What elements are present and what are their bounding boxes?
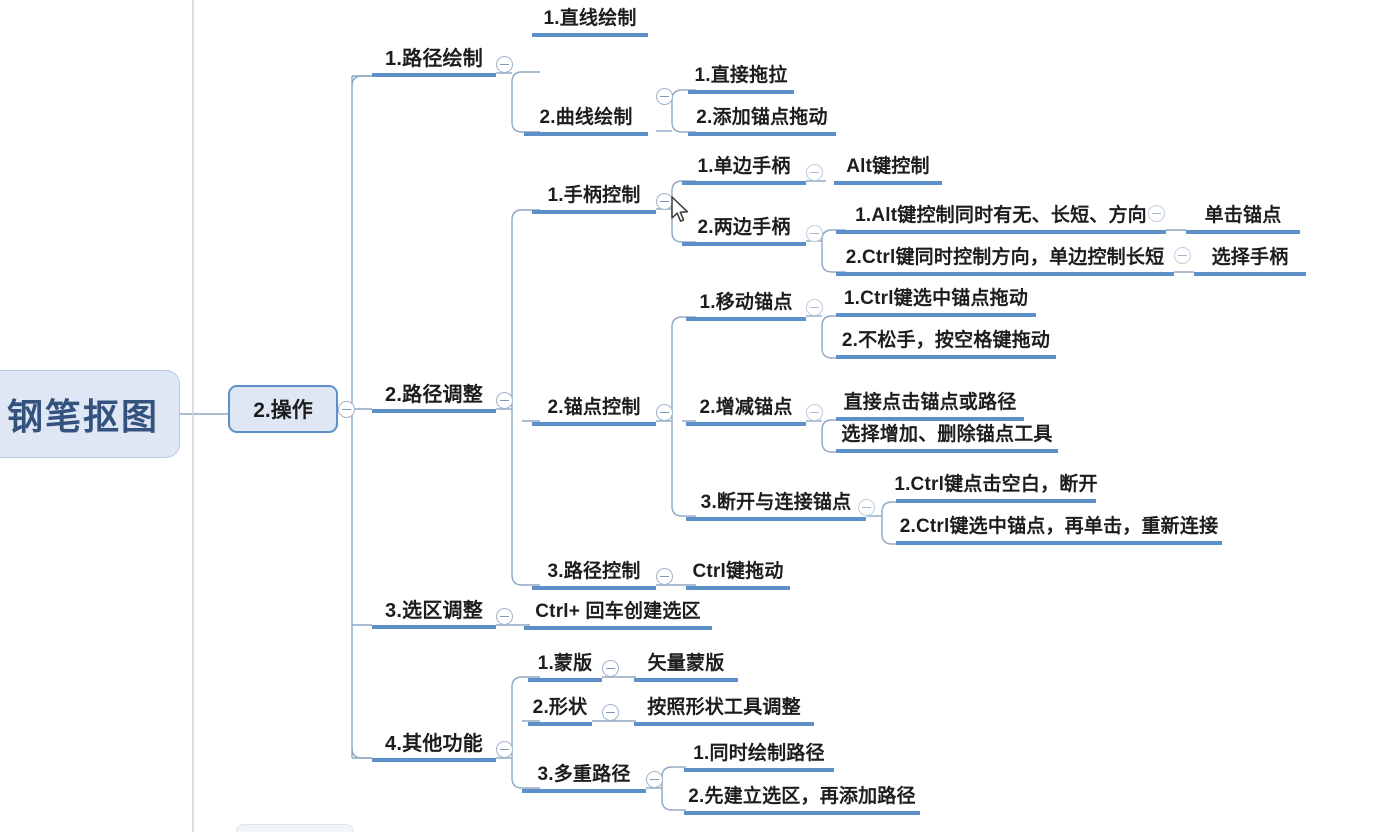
root-label: 钢笔抠图 [6,396,159,437]
topic-label: 2.形状 [532,697,588,718]
topic-label: 3.选区调整 [385,600,483,622]
collapse-toggle-path-draw[interactable] [496,56,513,73]
topic-label: Ctrl键拖动 [692,561,784,582]
collapse-toggle-alt-presence[interactable] [1148,205,1165,222]
topic-path-adjust[interactable]: 2.路径调整 [372,384,496,413]
topic-adjust-by-shape-tool[interactable]: 按照形状工具调整 [634,697,814,726]
topic-draw-paths-simultaneously[interactable]: 1.同时绘制路径 [684,743,834,772]
topic-label: 1.直线绘制 [543,8,637,29]
topic-label: 1.移动锚点 [699,292,793,313]
root-node[interactable]: 钢笔抠图 [0,370,180,458]
topic-ctrl-drag[interactable]: Ctrl键拖动 [686,561,790,590]
main-topic-label: 2.操作 [253,399,313,422]
topic-hold-space-drag[interactable]: 2.不松手，按空格键拖动 [836,330,1056,359]
topic-label: 2.不松手，按空格键拖动 [841,330,1051,351]
topic-label: 3.断开与连接锚点 [700,492,852,513]
topic-ctrl-select-anchor-drag[interactable]: 1.Ctrl键选中锚点拖动 [836,288,1036,317]
collapse-toggle-shape[interactable] [602,704,619,721]
topic-label: 2.添加锚点拖动 [696,107,828,128]
topic-label: 1.单边手柄 [697,156,791,177]
collapse-toggle-anchor-control[interactable] [656,404,673,421]
topic-label: 3.多重路径 [537,764,631,785]
topic-label: 2.增减锚点 [699,397,793,418]
topic-label: 2.先建立选区，再添加路径 [688,786,916,807]
topic-ctrl-direction-single-length[interactable]: 2.Ctrl键同时控制方向，单边控制长短 [836,247,1174,276]
topic-label: 选择增加、删除锚点工具 [841,424,1053,445]
topic-label: 2.曲线绘制 [539,107,633,128]
topic-vector-mask[interactable]: 矢量蒙版 [634,653,738,682]
topic-add-anchor-drag[interactable]: 2.添加锚点拖动 [688,107,836,136]
mouse-pointer-icon [671,196,689,222]
topic-label: 1.直接拖拉 [694,65,788,86]
main-topic-node[interactable]: 2.操作 [228,385,338,433]
topic-label: 2.两边手柄 [697,217,791,238]
topic-anchor-control[interactable]: 2.锚点控制 [532,397,656,426]
topic-handle-control[interactable]: 1.手柄控制 [532,185,656,214]
topic-label: 矢量蒙版 [647,653,725,674]
topic-label: 1.蒙版 [537,653,593,674]
collapse-toggle-other-features[interactable] [496,741,513,758]
topic-alt-presence-length-direction[interactable]: 1.Alt键控制同时有无、长短、方向 [836,205,1166,234]
topic-alt-key-control[interactable]: Alt键控制 [834,156,942,185]
topic-multi-path[interactable]: 3.多重路径 [522,764,646,793]
collapse-toggle-mask[interactable] [602,660,619,677]
topic-label: 3.路径控制 [547,561,641,582]
topic-mask[interactable]: 1.蒙版 [528,653,602,682]
topic-other-features[interactable]: 4.其他功能 [372,733,496,762]
topic-label: 2.锚点控制 [547,397,641,418]
topic-ctrl-click-blank-break[interactable]: 1.Ctrl键点击空白，断开 [894,474,1098,503]
collapse-toggle-main[interactable] [338,401,355,418]
topic-click-anchor[interactable]: 单击锚点 [1186,205,1300,234]
collapse-toggle-add-remove-anchor[interactable] [806,404,823,421]
topic-label: 4.其他功能 [385,733,483,755]
topic-click-anchor-or-path[interactable]: 直接点击锚点或路径 [836,392,1024,421]
topic-label: 按照形状工具调整 [647,697,801,718]
topic-path-control[interactable]: 3.路径控制 [532,561,656,590]
topic-label: 选择手柄 [1211,247,1289,268]
topic-create-selection-then-add-path[interactable]: 2.先建立选区，再添加路径 [684,786,920,815]
topic-break-connect-anchor[interactable]: 3.断开与连接锚点 [686,492,866,521]
topic-label: 2.路径调整 [385,384,483,406]
offscreen-node-sliver[interactable] [236,824,354,832]
topic-label: 1.Alt键控制同时有无、长短、方向 [855,205,1147,226]
topic-label: 2.Ctrl键选中锚点，再单击，重新连接 [899,516,1219,537]
topic-shape[interactable]: 2.形状 [528,697,592,726]
collapse-toggle-multi-path[interactable] [646,771,663,788]
collapse-toggle-move-anchor[interactable] [806,299,823,316]
collapse-toggle-curve-draw[interactable] [656,88,673,105]
collapse-toggle-both-side-handle[interactable] [806,225,823,242]
topic-straight-line-draw[interactable]: 1.直线绘制 [532,8,648,37]
topic-label: 1.同时绘制路径 [693,743,825,764]
topic-both-side-handle[interactable]: 2.两边手柄 [682,217,806,246]
topic-direct-drag[interactable]: 1.直接拖拉 [688,65,794,94]
topic-curve-draw[interactable]: 2.曲线绘制 [524,107,648,136]
topic-add-remove-anchor[interactable]: 2.增减锚点 [686,397,806,426]
topic-path-draw[interactable]: 1.路径绘制 [372,48,496,77]
topic-label: Ctrl+ 回车创建选区 [535,601,701,622]
topic-label: 1.Ctrl键选中锚点拖动 [843,288,1029,309]
collapse-toggle-ctrl-direction[interactable] [1174,247,1191,264]
collapse-toggle-path-adjust[interactable] [496,392,513,409]
collapse-toggle-path-control[interactable] [656,568,673,585]
topic-choose-add-delete-anchor-tool[interactable]: 选择增加、删除锚点工具 [836,424,1058,453]
topic-selection-adjust[interactable]: 3.选区调整 [372,600,496,629]
topic-single-side-handle[interactable]: 1.单边手柄 [682,156,806,185]
topic-ctrl-enter-create-selection[interactable]: Ctrl+ 回车创建选区 [524,601,712,630]
topic-label: 1.路径绘制 [385,48,483,70]
topic-label: 1.Ctrl键点击空白，断开 [894,474,1098,495]
topic-label: 2.Ctrl键同时控制方向，单边控制长短 [845,247,1165,268]
collapse-toggle-break-connect-anchor[interactable] [858,499,875,516]
collapse-toggle-selection-adjust[interactable] [496,608,513,625]
topic-ctrl-select-anchor-reclick-reconnect[interactable]: 2.Ctrl键选中锚点，再单击，重新连接 [896,516,1222,545]
topic-select-handle[interactable]: 选择手柄 [1194,247,1306,276]
topic-label: 直接点击锚点或路径 [843,392,1017,413]
topic-label: Alt键控制 [846,156,930,177]
collapse-toggle-single-side-handle[interactable] [806,164,823,181]
topic-label: 单击锚点 [1204,205,1282,226]
topic-label: 1.手柄控制 [547,185,641,206]
topic-move-anchor[interactable]: 1.移动锚点 [686,292,806,321]
